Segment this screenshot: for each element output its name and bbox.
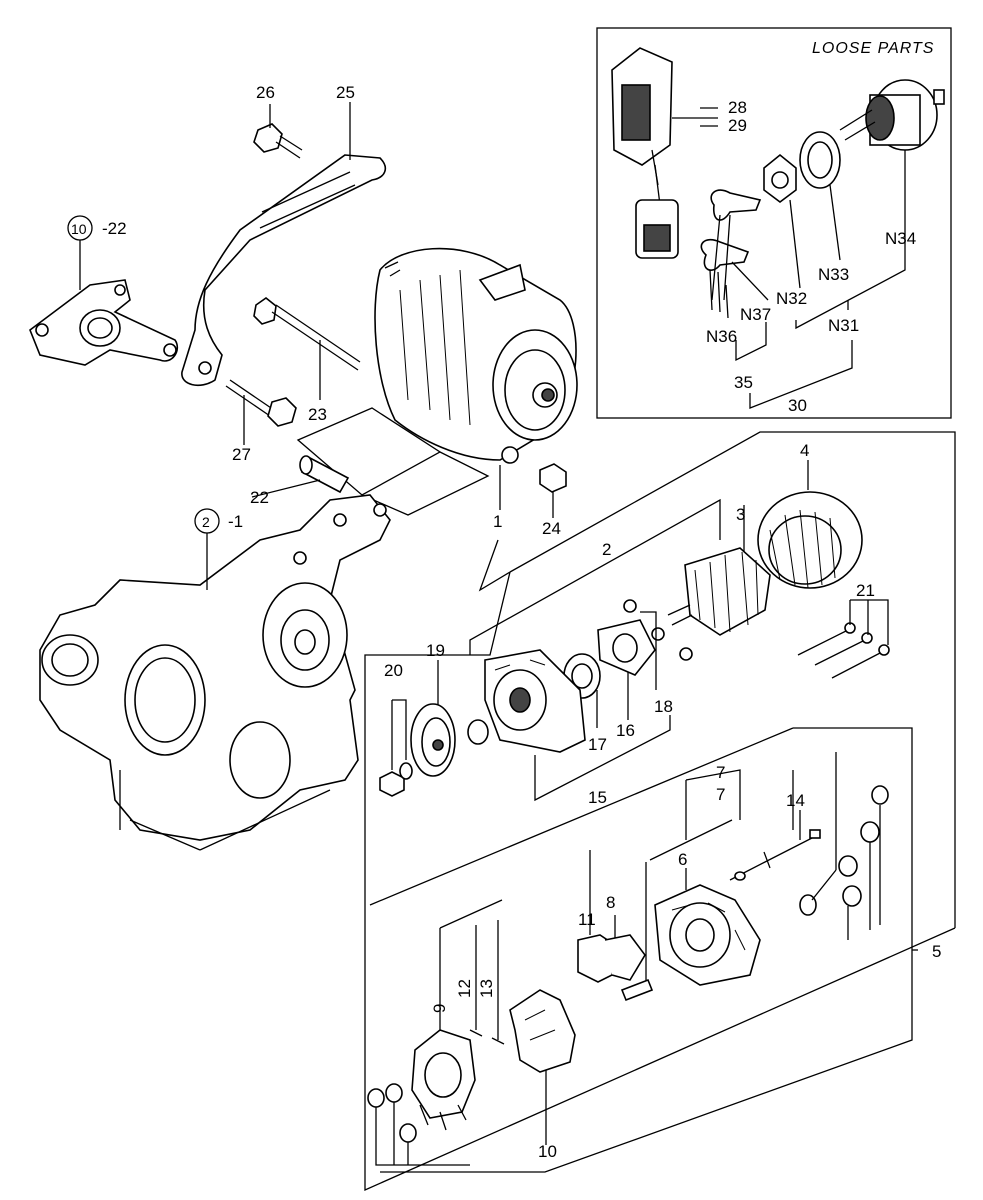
label-17: 17 [588, 735, 607, 754]
label-8: 8 [606, 893, 615, 912]
terminal-nuts [367, 1083, 417, 1143]
bracket-2 [469, 498, 721, 655]
label-n31: N31 [828, 316, 859, 335]
key-switch [839, 79, 945, 151]
label-n32: N32 [776, 289, 807, 308]
loose-parts-title: LOOSE PARTS [812, 40, 934, 57]
label-n34: N34 [885, 229, 916, 248]
label-2-suffix: -1 [228, 512, 243, 531]
keys [700, 189, 762, 313]
label-19: 19 [426, 641, 445, 660]
label-10: 10 [71, 221, 87, 237]
pulley-nut [379, 771, 405, 797]
relay-module [611, 47, 679, 259]
leader-21 [849, 599, 889, 645]
label-n37: N37 [740, 305, 771, 324]
spacer-22 [299, 455, 350, 494]
label-21: 21 [856, 581, 875, 600]
label-4: 4 [800, 441, 809, 460]
bracket-30 [749, 340, 853, 409]
loose-parts-box: LOOSE PARTS 28 29 N34 N33 [596, 27, 952, 419]
rotor [667, 547, 771, 636]
label-n33: N33 [818, 265, 849, 284]
rear-housing [654, 884, 761, 986]
detail-frame-inner [369, 727, 913, 1173]
label-1: 1 [493, 512, 502, 531]
label-35: 35 [734, 373, 753, 392]
stator [757, 491, 863, 589]
leader-n32 [789, 199, 801, 289]
label-2-circle: 2 [202, 514, 210, 530]
leader-28-29 [672, 107, 718, 127]
label-25: 25 [336, 83, 355, 102]
through-bolts [797, 622, 890, 679]
label-12: 12 [455, 979, 474, 998]
label-20: 20 [384, 661, 403, 680]
brush-spring [620, 978, 654, 1002]
label-9: 9 [430, 1004, 449, 1013]
pump-housing [29, 279, 179, 366]
label-28: 28 [728, 98, 747, 117]
lock-washer [399, 762, 413, 780]
label-11: 11 [578, 910, 596, 929]
label-13: 13 [477, 979, 496, 998]
bolt-26 [253, 123, 303, 159]
loose-parts-frame [596, 27, 952, 419]
bolt-27 [225, 379, 297, 427]
terminal-cable [729, 829, 821, 881]
label-10b: 10 [538, 1142, 557, 1161]
label-26: 26 [256, 83, 275, 102]
label-29: 29 [728, 116, 747, 135]
label-16: 16 [616, 721, 635, 740]
leader-18 [640, 611, 657, 690]
terminal-washers [799, 785, 889, 916]
spacer-ring [467, 719, 489, 745]
leader-n33 [829, 184, 841, 261]
pulley [410, 703, 456, 777]
label-3: 3 [736, 505, 745, 524]
leader-20 [391, 699, 407, 770]
bracket-n31 [795, 262, 906, 330]
leader-22 [251, 479, 321, 498]
regulator [509, 989, 576, 1073]
label-23: 23 [308, 405, 327, 424]
screws-12-13 [469, 1029, 505, 1045]
nut-24 [539, 463, 567, 493]
bracket-15 [534, 715, 671, 802]
label-n36: N36 [706, 327, 737, 346]
gear-case [39, 494, 391, 851]
label-30: 30 [788, 396, 807, 415]
label-24: 24 [542, 519, 561, 538]
screws-18 [623, 599, 693, 661]
label-10-suffix: -22 [102, 219, 127, 238]
bracket-7 [649, 769, 794, 861]
label-7: 7 [716, 763, 725, 782]
alternator-assembly [374, 247, 578, 464]
label-22: 22 [250, 488, 269, 507]
label-5: 5 [932, 942, 941, 961]
bracket-25 [181, 154, 387, 387]
label-15: 15 [588, 788, 607, 807]
long-bolt-23 [253, 297, 361, 371]
leader-n37-n36 [725, 261, 769, 319]
front-housing [484, 649, 586, 753]
brush-holder [577, 934, 646, 983]
detail-frame-outer [364, 431, 956, 1191]
label-14: 14 [786, 791, 805, 810]
label-2: 2 [602, 540, 611, 559]
label-7b: 7 [716, 785, 725, 804]
bracket-35 [735, 322, 767, 362]
label-18: 18 [654, 697, 673, 716]
label-6: 6 [678, 850, 687, 869]
label-27: 27 [232, 445, 251, 464]
rectifier [411, 1029, 476, 1131]
